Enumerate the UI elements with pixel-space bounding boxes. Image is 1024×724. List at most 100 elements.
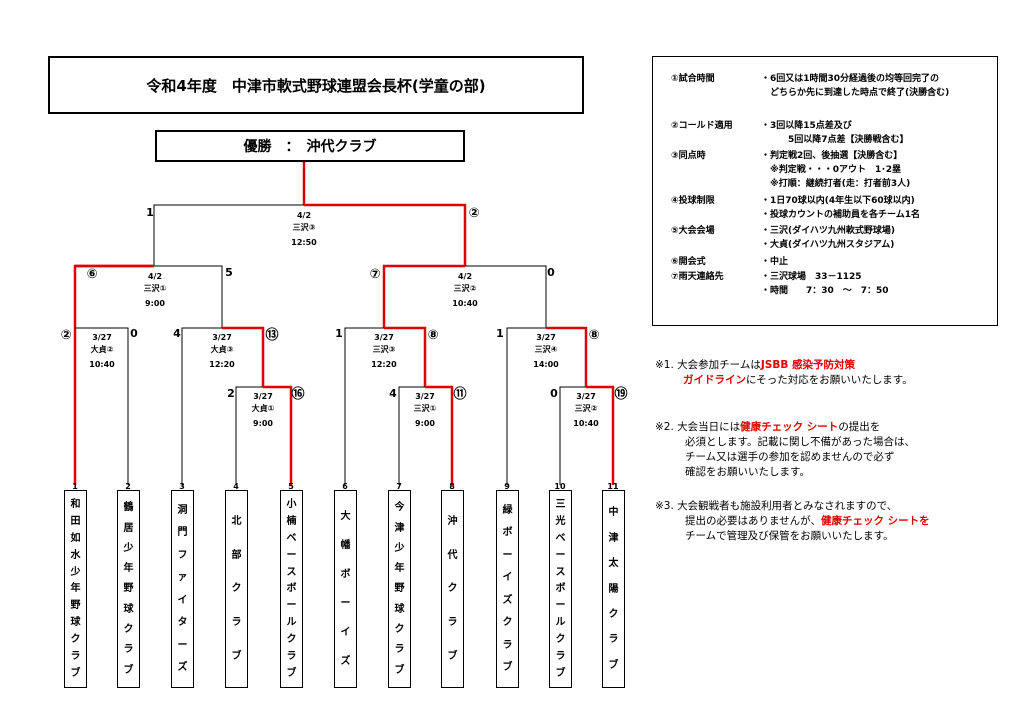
r1a-date: 3/27 [253, 392, 273, 401]
team-number: 4 [233, 482, 239, 491]
tournament-bracket: 4/2 三沢③ 12:50 1 ② 4/2 三沢① 9:00 ⑥ 5 4/2 三… [60, 162, 628, 491]
rule-label: ①試合時間 [671, 74, 715, 84]
semi-right-date: 4/2 [458, 272, 472, 281]
semi-left-time: 9:00 [145, 299, 165, 308]
r1a-time: 9:00 [253, 419, 273, 428]
team-box: 鶴居少年野球クラブ [117, 490, 140, 688]
page-title: 令和4年度 中津市軟式野球連盟会長杯(学童の部) [48, 56, 584, 114]
team-box: 沖代クラブ [441, 490, 464, 688]
r1b-venue: 三沢① [414, 403, 437, 413]
qf4-left-branch [506, 327, 546, 485]
semi-right-right-score: 0 [547, 266, 555, 279]
r1a-left-branch [235, 386, 263, 485]
team-number: 8 [449, 482, 455, 491]
qf2-left-branch [181, 327, 222, 485]
team-box: 洞門ファイターズ [171, 490, 194, 688]
r1a-right-score: ⑯ [291, 386, 304, 402]
note-1-highlight: JSBB 感染予防対策 [760, 359, 855, 371]
note-3-line-3: チームで管理及び保管をお願いいたします。 [685, 530, 894, 542]
qf2-right-branch [222, 326, 265, 387]
note-2-line-2: 必須とします。記載に関し不備があった場合は、 [685, 436, 915, 448]
qf4-right-branch [546, 326, 588, 387]
team-number: 3 [179, 482, 185, 491]
qf4-left-score: 1 [496, 327, 504, 340]
r1b-right-branch [425, 385, 454, 485]
qf4-date: 3/27 [536, 333, 556, 342]
qf3-date: 3/27 [374, 333, 394, 342]
qf4-time: 14:00 [533, 360, 559, 369]
r1a-left-score: 2 [227, 387, 235, 400]
team-number: 7 [396, 482, 402, 491]
qf2-date: 3/27 [212, 333, 232, 342]
team-number: 1 [72, 482, 78, 491]
rule-detail: ・3回以降15点差及び [761, 121, 852, 131]
semi-left-right-score: 5 [225, 266, 233, 279]
note-1-highlight-2: ガイドライン [683, 374, 746, 386]
note-3-line-1: ※3. 大会観戦者も施設利用者とみなされますので、 [655, 500, 898, 512]
rule-label: ③同点時 [671, 151, 706, 161]
semi-right-left-score: ⑦ [369, 267, 380, 282]
r1a-right-branch [263, 385, 293, 485]
team-number: 10 [554, 482, 566, 491]
rule-detail: ・投球カウントの補助員を各チーム1名 [761, 210, 920, 220]
qf3-time: 12:20 [371, 360, 397, 369]
r1b-left-score: 4 [389, 387, 397, 400]
qf3-left-branch [344, 327, 384, 485]
r1b-time: 9:00 [415, 419, 435, 428]
semi-left-left-score: ⑥ [86, 267, 97, 282]
note-3-highlight: 健康チェック シートを [820, 515, 930, 527]
qf2-left-score: 4 [173, 327, 181, 340]
rule-detail: ・三沢球場 33－1125 [761, 272, 862, 282]
rule-detail: ・三沢(ダイハツ九州軟式野球場) [761, 226, 896, 236]
note-2-text: ※2. 大会当日には [655, 421, 741, 433]
semi-right-right-branch [465, 265, 547, 328]
qf3-left-score: 1 [335, 327, 343, 340]
team-number: 2 [125, 482, 131, 491]
final-right-score: ② [468, 206, 479, 221]
note-2-line-4: 確認をお願いいたします。 [685, 466, 810, 478]
semi-right-left-branch [382, 264, 465, 328]
winner-banner: 優勝 ： 沖代クラブ [155, 130, 465, 162]
r1c-time: 10:40 [573, 419, 599, 428]
semi-left-venue: 三沢① [144, 283, 167, 293]
qf1-left-score: ② [60, 328, 71, 343]
final-date: 4/2 [297, 211, 311, 220]
team-number: 11 [607, 482, 619, 491]
team-number: 6 [342, 482, 348, 491]
rule-detail: ・時間 7：30 ～ 7：50 [761, 286, 889, 296]
team-box: 和田如水少年野球クラブ [64, 490, 87, 688]
rule-detail: ※判定戦・・・0アウト 1･2塁 [761, 165, 902, 175]
rule-detail: ・6回又は1時間30分経過後の均等回完了の [761, 74, 940, 84]
r1c-left-branch [559, 386, 586, 485]
note-2-line-3: チーム又は選手の参加を認めませんので必ず [685, 451, 895, 463]
qf3-right-score: ⑧ [427, 328, 438, 343]
rule-detail: ・1日70球以内(4年生以下60球以内) [761, 196, 915, 206]
qf1-right-branch [75, 327, 129, 485]
team-box: 小楠ベースボールクラブ [280, 490, 303, 688]
note-3: ※3. 大会観戦者も施設利用者とみなされますので、 提出の必要はありませんが、健… [655, 499, 930, 544]
rules-panel: ①試合時間 ・6回又は1時間30分経過後の均等回完了の どちらか先に到達した時点で… [652, 56, 998, 326]
r1b-date: 3/27 [415, 392, 435, 401]
rule-detail: ※打順：継続打者(走：打者前3人) [761, 179, 911, 189]
r1a-venue: 大貞① [252, 403, 275, 413]
rule-detail: どちらか先に到達した時点で終了(決勝含む) [761, 88, 950, 98]
qf4-venue: 三沢④ [535, 344, 558, 354]
team-box: 三光ベースボールクラブ [549, 490, 572, 688]
qf3-venue: 三沢③ [373, 344, 396, 354]
final-time: 12:50 [291, 238, 317, 247]
r1b-right-score: ⑪ [453, 386, 466, 402]
qf2-venue: 大貞③ [211, 344, 234, 354]
qf1-time: 10:40 [89, 360, 115, 369]
rule-label: ⑥開会式 [671, 257, 706, 267]
rule-label: ⑤大会会場 [671, 226, 715, 236]
r1c-left-score: 0 [550, 387, 558, 400]
team-number: 5 [288, 482, 294, 491]
note-3-text: 提出の必要はありませんが、 [685, 515, 821, 527]
rule-detail: ・大貞(ダイハツ九州スタジアム) [761, 240, 895, 250]
rule-detail: ・判定戦2回、後抽選【決勝含む】 [761, 151, 903, 161]
note-1: ※1. 大会参加チームはJSBB 感染予防対策 ガイドラインにそった対応をお願い… [655, 358, 913, 388]
rule-label: ⑦雨天連絡先 [671, 272, 724, 282]
rule-label: ④投球制限 [671, 196, 715, 206]
semi-left-right-branch [154, 265, 223, 328]
semi-left-date: 4/2 [148, 272, 162, 281]
